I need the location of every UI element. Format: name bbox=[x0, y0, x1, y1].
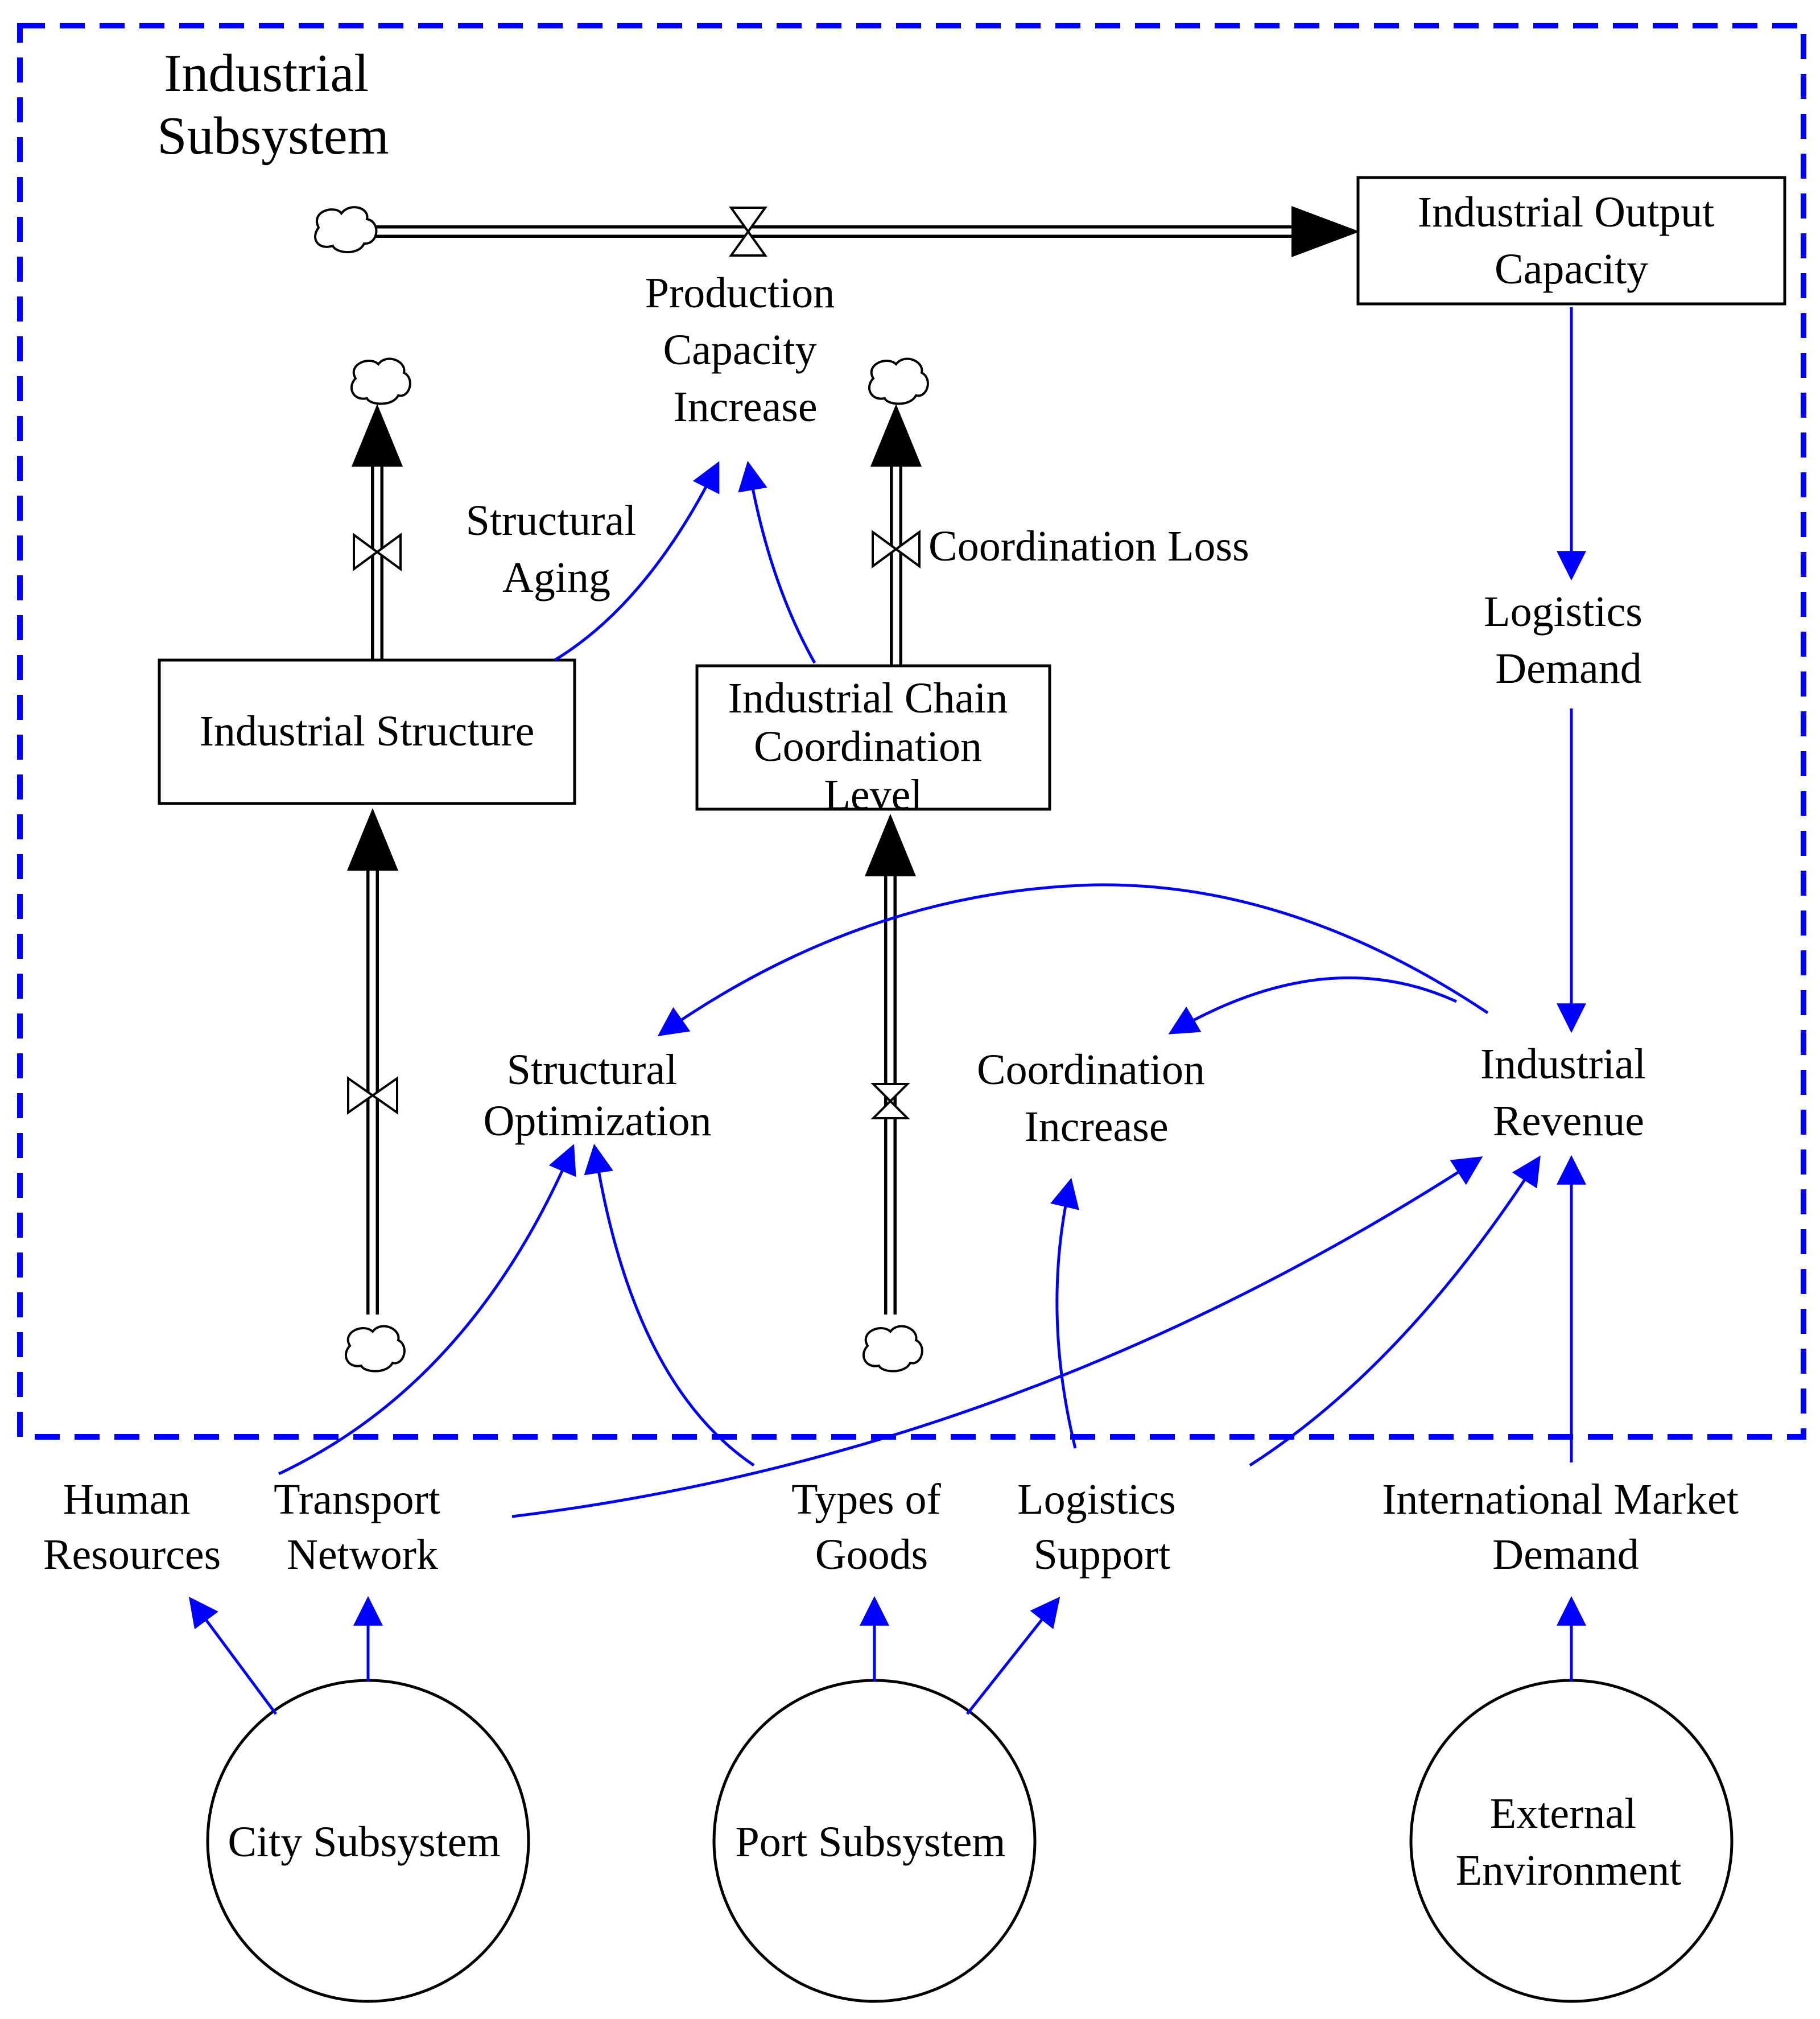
coordination-increase-label: Coordination Increase bbox=[977, 1046, 1216, 1151]
coordination-loss-label: Coordination Loss bbox=[928, 522, 1249, 570]
industrial-output-capacity-stock[interactable] bbox=[1356, 176, 1786, 306]
production-capacity-valve-icon[interactable] bbox=[729, 207, 767, 257]
international-market-demand-label: International Market Demand bbox=[1382, 1476, 1749, 1579]
link-logistics-support-to-industrial-revenue bbox=[1249, 1155, 1541, 1467]
external-environment-label: External Environment bbox=[1456, 1790, 1682, 1894]
industrial-chain-coordination-level-label: Industrial Chain Coordination Level bbox=[728, 674, 1019, 819]
transport-network-label: Transport Network bbox=[274, 1476, 451, 1579]
link-goods-to-structural-optimization bbox=[584, 1143, 755, 1467]
logistics-support-label: Logistics Support bbox=[1017, 1476, 1187, 1579]
structural-aging-label: Structural Aging bbox=[466, 497, 647, 601]
link-logistics-support-to-coordination-increase bbox=[1050, 1177, 1079, 1449]
coordination-increase-pipe bbox=[865, 814, 916, 1315]
link-revenue-to-structural-optimization bbox=[657, 883, 1489, 1036]
industrial-structure-label: Industrial Structure bbox=[200, 707, 535, 755]
link-port-to-logistics-support bbox=[966, 1596, 1060, 1715]
external-environment-node[interactable] bbox=[1409, 1679, 1734, 2003]
subsystem-title: Industrial Subsystem bbox=[157, 44, 389, 166]
causal-links bbox=[188, 307, 1586, 1715]
link-transport-to-structural-optimization bbox=[278, 1144, 576, 1476]
human-resources-label: Human Resources bbox=[43, 1476, 221, 1579]
link-coordination-to-production-capacity-increase bbox=[738, 460, 816, 664]
types-of-goods-label: Types of Goods bbox=[791, 1476, 952, 1579]
source-cloud-coordination-bottom-icon bbox=[862, 1325, 923, 1373]
sink-cloud-coordination-top-icon bbox=[868, 357, 929, 405]
link-revenue-to-coordination-increase bbox=[1168, 976, 1458, 1035]
structural-optimization-pipe bbox=[347, 808, 398, 1315]
structural-optimization-label: Structural Optimization bbox=[483, 1046, 711, 1145]
source-cloud-top bbox=[314, 206, 378, 254]
industrial-structure-stock[interactable] bbox=[158, 658, 576, 805]
source-cloud-structure-bottom-icon bbox=[344, 1325, 406, 1373]
link-city-to-human-resources bbox=[188, 1596, 278, 1715]
structural-aging-pipe bbox=[352, 404, 403, 660]
link-structure-to-production-capacity-increase bbox=[554, 461, 720, 662]
link-transport-to-industrial-revenue bbox=[511, 1156, 1483, 1518]
coordination-increase-valve-icon[interactable] bbox=[870, 1083, 910, 1119]
coordination-loss-pipe bbox=[870, 404, 922, 666]
structural-aging-valve-icon[interactable] bbox=[353, 533, 402, 571]
industrial-chain-coordination-level-stock[interactable] bbox=[695, 664, 1051, 811]
sink-cloud-structure-top-icon bbox=[350, 357, 411, 405]
industrial-revenue-label: Industrial Revenue bbox=[1480, 1040, 1657, 1145]
industrial-subsystem-boundary bbox=[17, 23, 1806, 1440]
structural-optimization-valve-icon[interactable] bbox=[347, 1076, 398, 1115]
logistics-demand-label: Logistics Demand bbox=[1484, 588, 1653, 693]
production-capacity-increase-label: Production Capacity Increase bbox=[645, 269, 846, 431]
production-capacity-pipe bbox=[370, 206, 1360, 257]
coordination-loss-valve-icon[interactable] bbox=[872, 530, 921, 568]
industrial-output-capacity-label: Industrial Output Capacity bbox=[1418, 188, 1725, 293]
port-subsystem-label: Port Subsystem bbox=[735, 1818, 1005, 1866]
city-subsystem-label: City Subsystem bbox=[228, 1818, 500, 1866]
